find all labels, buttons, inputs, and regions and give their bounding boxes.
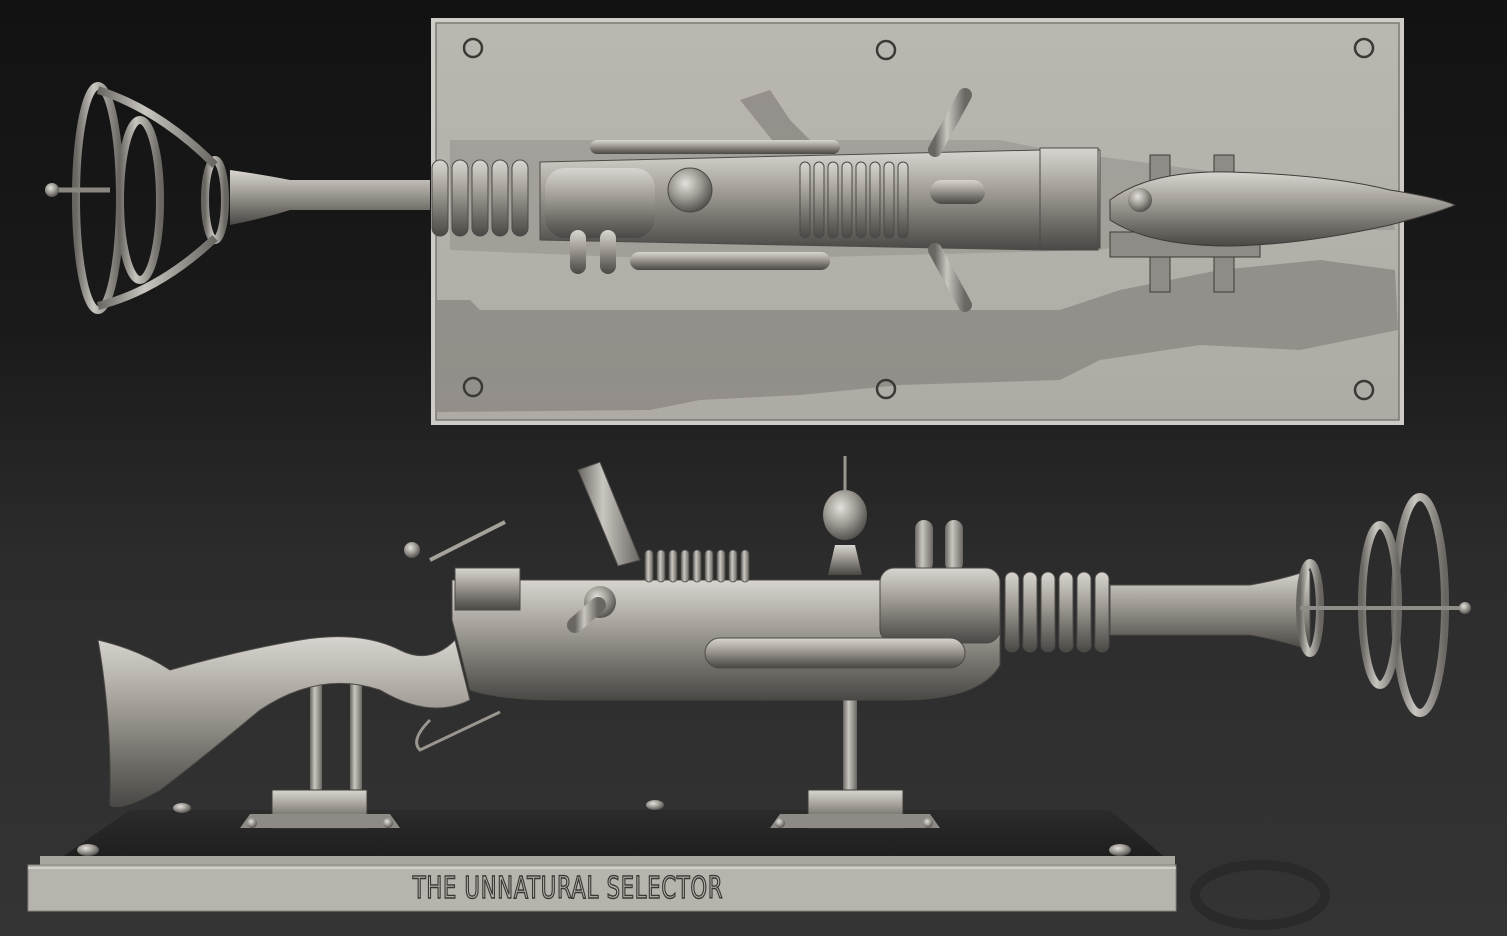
base-engraving-title: THE UNNATURAL SELECTOR	[412, 870, 724, 906]
top-view-gun	[45, 82, 1457, 314]
display-stands	[240, 660, 940, 829]
side-view-gun	[97, 456, 1471, 808]
